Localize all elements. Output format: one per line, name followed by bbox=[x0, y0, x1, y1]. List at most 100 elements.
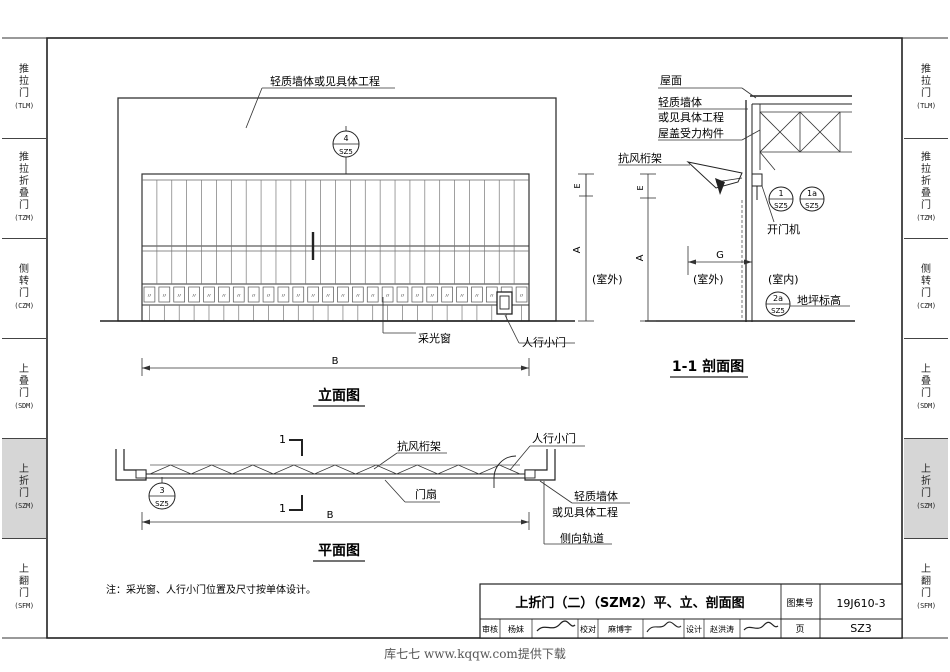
elevation-window-strip: 〃〃〃〃〃〃〃〃〃〃〃〃〃〃〃〃〃〃〃〃〃〃〃〃〃〃 bbox=[143, 286, 528, 303]
section-callout-1a: 1a SZ5 bbox=[799, 186, 825, 212]
right-tab-szm[interactable]: 上折门(SZM) bbox=[904, 438, 948, 538]
tab-abbreviation: (SZM) bbox=[14, 502, 34, 510]
svg-text:3: 3 bbox=[159, 486, 164, 495]
tab-char: 上 bbox=[19, 464, 29, 475]
right-tab-czm[interactable]: 侧转门 (CZM) bbox=[904, 238, 948, 338]
page-number: SZ3 bbox=[850, 622, 872, 635]
svg-text:〃: 〃 bbox=[459, 293, 465, 300]
section-dim-a: A bbox=[635, 254, 646, 261]
tab-separator bbox=[904, 438, 948, 439]
elevation-title: 立面图 bbox=[318, 387, 360, 404]
tab-abbreviation: (SFM) bbox=[14, 602, 34, 610]
tab-abbreviation: (SFM) bbox=[916, 602, 936, 610]
tab-char: 上 bbox=[921, 364, 931, 375]
tab-char: 拉 bbox=[19, 164, 29, 175]
tab-char: 折 bbox=[921, 176, 931, 187]
roof-label: 屋面 bbox=[660, 74, 682, 87]
tab-char: 叠 bbox=[921, 188, 931, 199]
svg-text:E: E bbox=[573, 183, 582, 188]
tab-char: 门 bbox=[19, 88, 29, 99]
sheet-title: 上折门（二）（SZM2）平、立、剖面图 bbox=[515, 595, 744, 611]
section-cut-mark-bottom: 1 bbox=[279, 495, 303, 515]
tab-char: 侧 bbox=[921, 264, 931, 275]
svg-text:〃: 〃 bbox=[489, 293, 495, 300]
section-cut-mark-top: 1 bbox=[279, 433, 303, 456]
opener-label: 开门机 bbox=[767, 222, 800, 236]
svg-text:1: 1 bbox=[279, 502, 286, 515]
tab-abbreviation: (CZM) bbox=[14, 302, 34, 310]
plan-wall-label-2: 或见具体工程 bbox=[552, 505, 618, 519]
left-category-tabs: 推拉门(TLM)推拉折叠门(TZM)侧转门(CZM)上叠门(SDM)上折门(SZ… bbox=[2, 38, 46, 638]
section-dim-e: E bbox=[636, 185, 645, 190]
tab-char: 转 bbox=[921, 276, 931, 287]
check-label: 校对 bbox=[580, 624, 596, 634]
tab-abbreviation: (TZM) bbox=[14, 214, 34, 222]
left-tab-tzm[interactable]: 推拉折叠门(TZM) bbox=[2, 138, 46, 238]
tab-char: 上 bbox=[19, 564, 29, 575]
left-tab-czm[interactable]: 侧转门(CZM) bbox=[2, 238, 46, 338]
tab-char: 门 bbox=[19, 588, 29, 599]
design-name: 赵洪涛 bbox=[710, 624, 734, 634]
svg-text:2a: 2a bbox=[773, 294, 783, 303]
elevation-wall-label: 轻质墙体或见具体工程 bbox=[270, 74, 380, 88]
svg-text:〃: 〃 bbox=[370, 293, 376, 300]
tab-char: 门 bbox=[921, 588, 931, 599]
tab-char: 门 bbox=[921, 388, 931, 399]
right-tab-sdm[interactable]: 上叠门(SDM) bbox=[904, 338, 948, 438]
section-outside-label: (室外) bbox=[693, 272, 724, 286]
left-tab-szm[interactable]: 上折门(SZM) bbox=[2, 438, 46, 538]
svg-text:SZ5: SZ5 bbox=[155, 500, 169, 508]
watermark-text: 库七七 www.kqqw.com提供下载 bbox=[384, 647, 566, 661]
section-dim-g: G bbox=[716, 250, 724, 261]
section-callout-2a: 2a SZ5 bbox=[765, 291, 791, 317]
tab-char: 翻 bbox=[921, 576, 931, 587]
svg-text:〃: 〃 bbox=[161, 293, 167, 300]
tab-char: 折 bbox=[19, 176, 29, 187]
svg-text:〃: 〃 bbox=[385, 293, 391, 300]
tab-char: 推 bbox=[921, 152, 931, 163]
section-wall-label-2: 或见具体工程 bbox=[658, 110, 724, 124]
pedestrian-door-label: 人行小门 bbox=[522, 335, 566, 349]
tab-char: 门 bbox=[19, 288, 29, 299]
tab-abbreviation: (CZM) bbox=[916, 302, 936, 310]
section-inside-label: (室内) bbox=[768, 272, 799, 286]
svg-text:〃: 〃 bbox=[236, 293, 242, 300]
svg-text:〃: 〃 bbox=[295, 293, 301, 300]
tab-abbreviation: (SDM) bbox=[14, 402, 34, 410]
tab-char: 叠 bbox=[921, 376, 931, 387]
check-name: 麻博宇 bbox=[608, 624, 632, 634]
tab-separator bbox=[904, 538, 948, 539]
svg-text:〃: 〃 bbox=[221, 293, 227, 300]
tab-char: 推 bbox=[921, 64, 931, 75]
tab-char: 拉 bbox=[921, 76, 931, 87]
right-tab-tlm[interactable]: 推拉门(TLM) bbox=[904, 38, 948, 138]
svg-text:〃: 〃 bbox=[280, 293, 286, 300]
tab-separator bbox=[2, 338, 46, 339]
review-label: 审核 bbox=[482, 624, 498, 634]
tab-abbreviation: (SZM) bbox=[916, 502, 936, 510]
left-tab-tlm[interactable]: 推拉门(TLM) bbox=[2, 38, 46, 138]
plan-track-label: 侧向轨道 bbox=[560, 531, 604, 545]
tab-char: 门 bbox=[19, 488, 29, 499]
pedestrian-door-mark bbox=[496, 291, 513, 315]
plan-detail-callout: 3 SZ5 bbox=[148, 477, 176, 510]
floor-level-label: 地坪标高 bbox=[797, 293, 841, 307]
section-title: 1-1 剖面图 bbox=[672, 358, 744, 375]
left-tab-sfm[interactable]: 上翻门(SFM) bbox=[2, 538, 46, 638]
tab-char: 门 bbox=[921, 288, 931, 299]
plan-door-label: 人行小门 bbox=[532, 431, 576, 445]
svg-text:SZ5: SZ5 bbox=[774, 202, 788, 210]
right-tab-sfm[interactable]: 上翻门 (SFM) bbox=[904, 538, 948, 638]
right-tab-tzm[interactable]: 推拉折叠门(TZM) bbox=[904, 138, 948, 238]
left-tab-sdm[interactable]: 上叠门(SDM) bbox=[2, 338, 46, 438]
svg-text:〃: 〃 bbox=[325, 293, 331, 300]
tab-char: 拉 bbox=[921, 164, 931, 175]
check-signature bbox=[646, 621, 682, 633]
plan-dim-b: B bbox=[327, 510, 334, 521]
svg-text:SZ5: SZ5 bbox=[805, 202, 819, 210]
review-signature bbox=[536, 620, 576, 632]
plan-wall-label: 轻质墙体 bbox=[574, 489, 618, 503]
tab-char: 上 bbox=[921, 564, 931, 575]
design-label: 设计 bbox=[686, 624, 702, 634]
tab-char: 侧 bbox=[19, 264, 29, 275]
